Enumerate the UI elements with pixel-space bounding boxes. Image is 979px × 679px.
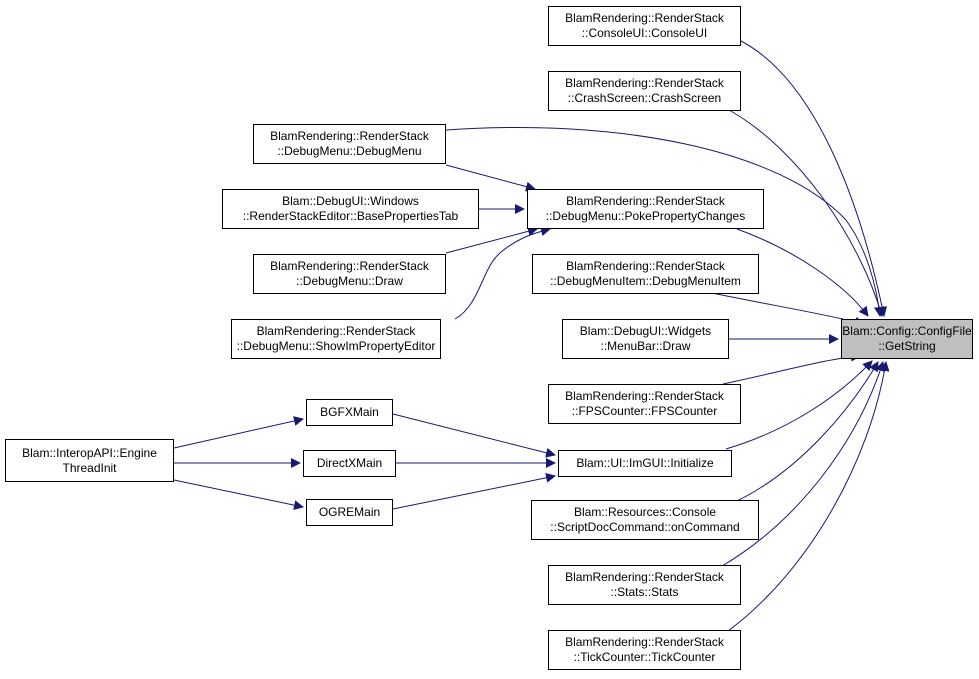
node-label-line: BlamRendering::RenderStack [565, 389, 724, 403]
edge-stats-to-configfile-getstring [721, 361, 886, 567]
edge-enginethreadinit-to-bgfxmain [173, 416, 304, 449]
node-label-line: BlamRendering::RenderStack [270, 129, 429, 143]
node-fpscounter[interactable]: BlamRendering::RenderStack::FPSCounter::… [548, 384, 741, 424]
node-directxmain[interactable]: DirectXMain [303, 450, 396, 477]
node-label-line: BlamRendering::RenderStack [566, 259, 725, 273]
node-label-line: ::FPSCounter::FPSCounter [571, 404, 718, 418]
node-label-line: BlamRendering::RenderStack [565, 635, 724, 649]
node-showimpropertyeditor[interactable]: BlamRendering::RenderStack::DebugMenu::S… [231, 319, 441, 359]
node-label-line: ::DebugMenu::PokePropertyChanges [545, 209, 746, 223]
edge-tickcounter-to-configfile-getstring [727, 361, 890, 632]
node-label-line: ::GetString [878, 339, 936, 353]
node-scriptdoccommand[interactable]: Blam::Resources::Console::ScriptDocComma… [531, 500, 759, 540]
edges [173, 40, 890, 632]
edge-imgui-initialize-to-configfile-getstring [725, 360, 873, 450]
node-debugmenuitem[interactable]: BlamRendering::RenderStack::DebugMenuIte… [532, 254, 759, 294]
node-label-line: BlamRendering::RenderStack [256, 324, 416, 338]
node-label-line: BlamRendering::RenderStack [270, 259, 429, 273]
node-label-line: ::RenderStackEditor::BasePropertiesTab [242, 209, 459, 223]
node-label-line: BlamRendering::RenderStack [565, 570, 724, 584]
edge-bgfxmain-to-imgui-initialize [392, 413, 556, 458]
node-label-line: BlamRendering::RenderStack [565, 11, 724, 25]
node-label-line: ::ScriptDocCommand::onCommand [550, 520, 740, 534]
edge-pokepropertychanges-to-configfile-getstring [736, 228, 869, 317]
edge-scriptdoccommand-to-configfile-getstring [736, 361, 879, 502]
node-menubar-draw[interactable]: Blam::DebugUI::Widgets::MenuBar::Draw [562, 319, 729, 359]
node-debugmenu-ctor[interactable]: BlamRendering::RenderStack::DebugMenu::D… [253, 124, 446, 164]
node-label-line: BlamRendering::RenderStack [566, 194, 725, 208]
edge-debugmenu-draw-to-pokepropertychanges [445, 226, 538, 254]
node-label-line: BlamRendering::RenderStack [565, 76, 724, 90]
node-label-line: Blam::InteropAPI::Engine [22, 445, 157, 460]
node-label-line: Blam::DebugUI::Widgets [579, 324, 712, 338]
node-tickcounter[interactable]: BlamRendering::RenderStack::TickCounter:… [548, 630, 741, 670]
node-label-line: ::TickCounter::TickCounter [573, 650, 716, 664]
node-label-line: OGREMain [318, 505, 381, 519]
node-basepropertiestab[interactable]: Blam::DebugUI::Windows::RenderStackEdito… [222, 189, 479, 229]
node-consoleui[interactable]: BlamRendering::RenderStack::ConsoleUI::C… [548, 6, 741, 46]
node-label-line: ::DebugMenuItem::DebugMenuItem [550, 274, 741, 288]
edge-debugmenu-ctor-to-configfile-getstring [445, 127, 884, 317]
node-label-line: Blam::UI::ImGUI::Initialize [576, 456, 714, 470]
node-label-line: Blam::Resources::Console [573, 505, 717, 519]
node-pokepropertychanges[interactable]: BlamRendering::RenderStack::DebugMenu::P… [527, 189, 764, 229]
node-label-line: ::MenuBar::Draw [600, 339, 691, 353]
node-debugmenu-draw[interactable]: BlamRendering::RenderStack::DebugMenu::D… [253, 254, 446, 294]
edge-showimpropertyeditor-to-pokepropertychanges [454, 226, 551, 320]
node-label-line: ::Stats::Stats [610, 585, 679, 599]
edge-crashscreen-to-configfile-getstring [728, 109, 885, 317]
node-imgui-initialize[interactable]: Blam::UI::ImGUI::Initialize [558, 450, 732, 477]
focus-node-configfile-getstring: Blam::Config::ConfigFile::GetString [841, 319, 973, 359]
edge-enginethreadinit-to-ogremain [173, 479, 304, 511]
edge-fpscounter-to-configfile-getstring [722, 351, 861, 385]
node-label-line: ::ConsoleUI::ConsoleUI [581, 26, 708, 40]
node-crashscreen[interactable]: BlamRendering::RenderStack::CrashScreen:… [548, 71, 741, 111]
edge-consoleui-to-configfile-getstring [740, 40, 888, 317]
node-label-line: BGFXMain [320, 405, 379, 419]
edge-debugmenu-ctor-to-pokepropertychanges [445, 164, 536, 192]
edge-ogremain-to-imgui-initialize [392, 472, 556, 510]
node-stats[interactable]: BlamRendering::RenderStack::Stats::Stats [548, 565, 741, 605]
node-label-line: ThreadInit [62, 460, 117, 475]
node-label-line: Blam::Config::ConfigFile [842, 324, 972, 338]
node-label-line: Blam::DebugUI::Windows [282, 194, 419, 208]
node-label-line: ::CrashScreen::CrashScreen [567, 91, 722, 105]
node-label-line: ::DebugMenu::ShowImPropertyEditor [236, 339, 436, 353]
node-ogremain[interactable]: OGREMain [306, 499, 393, 526]
node-label-line: ::DebugMenu::Draw [296, 274, 403, 288]
node-label-line: ::DebugMenu::DebugMenu [277, 144, 422, 158]
node-label-line: DirectXMain [316, 456, 383, 470]
node-bgfxmain[interactable]: BGFXMain [306, 399, 393, 426]
